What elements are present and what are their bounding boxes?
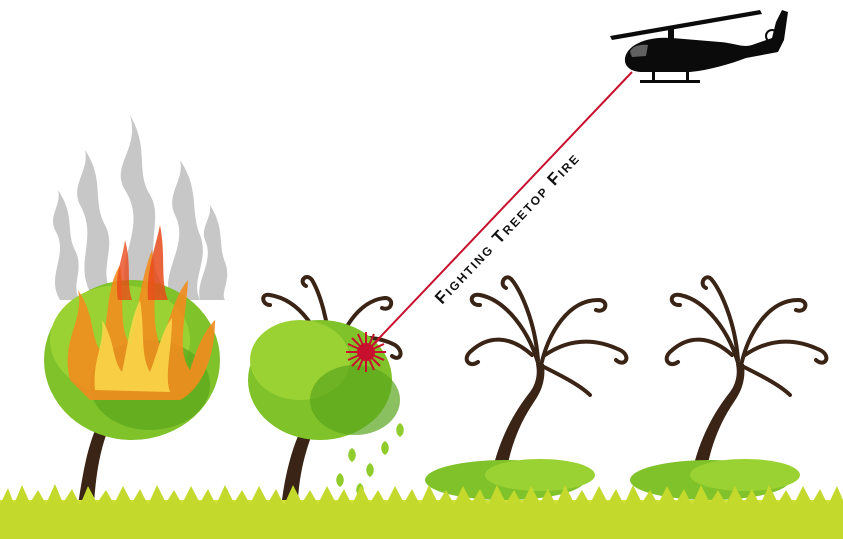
bare-tree <box>425 277 626 500</box>
caption-text: Fighting Treetop Fire <box>431 148 584 307</box>
bare-tree-branches <box>667 277 827 395</box>
targeted-tree <box>248 277 404 500</box>
shrub <box>630 459 800 500</box>
bare-tree <box>630 277 826 500</box>
helicopter <box>610 10 788 83</box>
laser-beam <box>366 72 632 352</box>
helicopter-skid <box>640 80 700 83</box>
shrub <box>425 459 595 500</box>
helicopter-rotor <box>610 10 762 40</box>
bare-tree-branches <box>467 277 627 395</box>
smoke-plume <box>53 115 227 300</box>
burning-tree <box>44 115 227 505</box>
